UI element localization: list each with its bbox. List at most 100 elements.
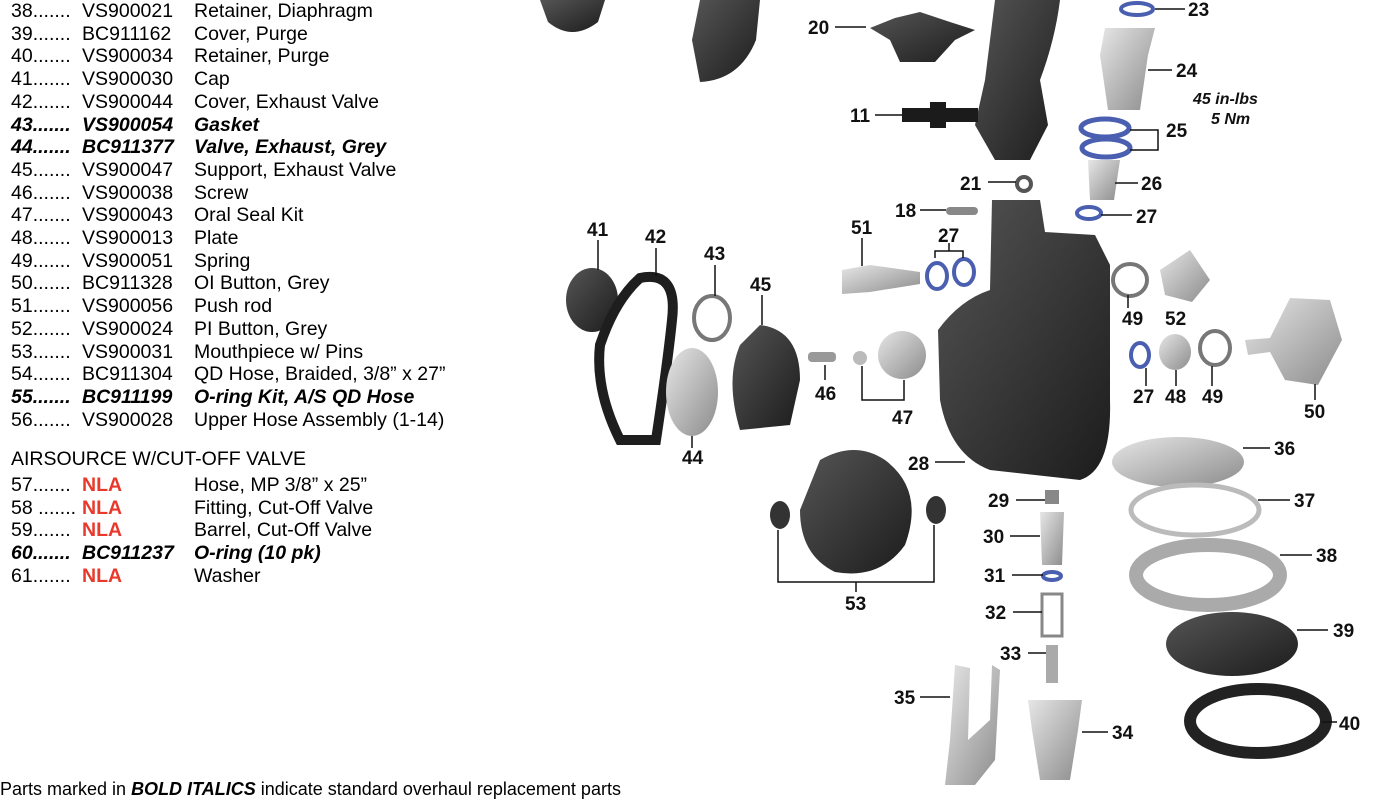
part-number-index: 61....... [11,564,71,587]
callout-40: 40 [1339,714,1360,735]
part-code: VS900034 [82,45,174,68]
part-number-index: 41....... [11,68,71,91]
part-description: Push rod [194,295,273,318]
callout-53: 53 [845,594,866,615]
mouthpiece-pin-right-shape [926,496,946,524]
part-number-index: 48....... [11,227,71,249]
callout-26: 26 [1141,174,1162,195]
part-number-index: 56....... [11,408,71,431]
part-description: Fitting, Cut-Off Valve [194,496,374,519]
hose-clamp-shape [692,0,760,82]
part-code: NLA [82,474,123,496]
callout-33: 33 [1000,644,1021,665]
mouthpiece-pin-left-shape [770,501,790,529]
cap-41-shape [566,268,618,332]
part-description: Oral Seal Kit [194,204,304,227]
part-number-index: 58 ....... [11,496,77,519]
plate-48-shape [1159,334,1191,370]
part-code: NLA [82,564,123,587]
leader-lines [597,8,1337,733]
part-description: Spring [194,249,251,272]
callout-50: 50 [1304,402,1325,423]
part-number-index: 49....... [11,249,71,272]
callout-35: 35 [894,688,916,709]
part-description: O-ring (10 pk) [194,542,321,565]
torque-in-lbs: 45 in-lbs [1192,91,1258,108]
part-description: Support, Exhaust Valve [194,158,397,181]
part-number-index: 44....... [11,136,71,159]
callout-27-top: 27 [1136,207,1157,228]
oring-23-shape [1119,1,1155,17]
part-code: VS900047 [82,158,174,181]
part-code: NLA [82,496,123,519]
callout-28: 28 [908,454,929,475]
part-number-index: 39....... [11,22,71,45]
callout-30: 30 [983,527,1004,548]
spring-49-right-shape [1198,329,1232,367]
mouthpiece-shape [800,450,912,574]
valve-29-shape [1045,490,1059,504]
part-number-index: 57....... [11,474,71,496]
part-description: PI Button, Grey [194,317,328,340]
part-number-index: 52....... [11,317,71,340]
part-number-index: 51....... [11,295,71,318]
swivel-fitting-shape [1100,28,1155,110]
callout-37: 37 [1294,491,1315,512]
callout-34: 34 [1112,723,1134,744]
callout-42: 42 [645,227,666,248]
part-description: Mouthpiece w/ Pins [194,340,364,363]
oring-25a-shape [1078,116,1132,140]
purge-retainer-40-shape [1184,683,1332,759]
part-number-index: 42....... [11,90,71,113]
upper-hose-shape [975,0,1060,160]
callout-52: 52 [1165,309,1186,330]
part-number-index: 53....... [11,340,71,363]
oral-seal-plate-shape [878,331,926,379]
exhaust-cover-shape [594,271,678,445]
part-description: Gasket [194,113,260,136]
part-code: BC911328 [82,272,173,295]
callout-36: 36 [1274,439,1295,460]
part-code: VS900043 [82,204,174,227]
callout-45: 45 [750,275,772,296]
part-code: VS900031 [82,340,174,363]
gasket-43-shape [692,294,732,342]
part-number-index: 55....... [11,385,71,408]
callout-32: 32 [985,603,1006,624]
knob-part-shape [870,12,975,62]
part-description: Washer [194,564,261,587]
callout-labels: 20 11 21 18 23 24 25 26 27 27 27 27 51 4… [587,0,1360,744]
callout-44: 44 [682,448,704,469]
tool-35-shape [945,665,1000,785]
part-description: Screw [194,181,249,204]
callout-24: 24 [1176,61,1198,82]
spring-49-top-shape [1111,262,1149,298]
callout-11: 11 [850,106,871,127]
part-description: OI Button, Grey [194,272,330,295]
part-code: VS900051 [82,249,174,272]
diaphragm-36-shape [1112,437,1244,487]
part-code: BC911304 [82,363,173,386]
oi-button-shape [1245,298,1342,385]
retainer-38-shape [1129,538,1287,612]
exhaust-valve-shape [666,348,718,436]
oring-27-mid-b-shape [952,257,976,287]
purge-cover-39-shape [1166,612,1298,676]
pin-18-shape [946,207,978,215]
oring-27-right-shape [1129,341,1151,369]
part-number-index: 45....... [11,158,71,181]
part-code: VS900013 [82,227,174,249]
part-code: VS900030 [82,68,174,91]
part-description: Retainer, Diaphragm [194,0,373,22]
airsource-heading: AIRSOURCE W/CUT-OFF VALVE [11,448,307,470]
callout-46: 46 [815,384,836,405]
torque-nm: 5 Nm [1211,111,1250,128]
callout-48: 48 [1165,387,1186,408]
part-code: BC911377 [82,136,174,159]
oring-27-mid-a-shape [925,261,949,291]
part-number-index: 50....... [11,272,71,295]
callout-18: 18 [895,201,916,222]
part-code: VS900054 [82,113,174,136]
callout-41: 41 [587,220,609,241]
